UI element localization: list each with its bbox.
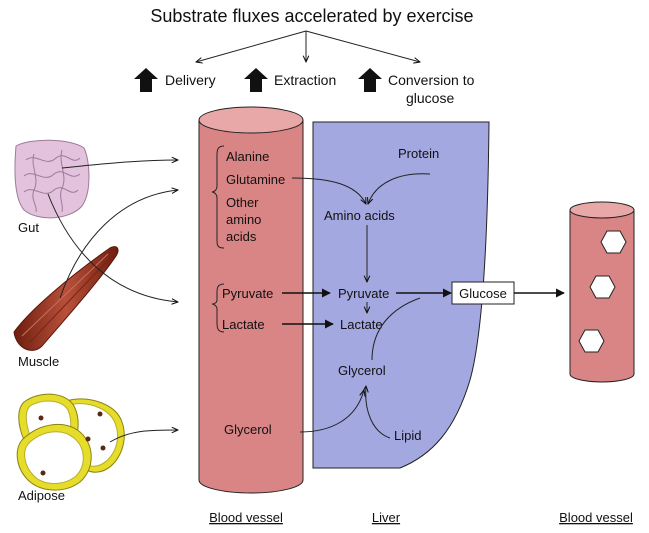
muscle-icon [13, 246, 119, 351]
extraction-label: Extraction [274, 72, 336, 88]
glucose-hexagon-icon [600, 230, 627, 254]
adipose-icon [16, 393, 125, 491]
vessel-pyruvate-label: Pyruvate [222, 286, 273, 301]
liver-shape [312, 121, 490, 469]
glutamine-to-amino-arrow [291, 177, 366, 204]
liver-lactate-label: Lactate [340, 317, 383, 332]
footer-blood-vessel-right: Blood vessel [559, 510, 633, 525]
acids-label: acids [226, 229, 257, 244]
liver-pyruvate-label: Pyruvate [338, 286, 389, 301]
glutamine-label: Glutamine [226, 172, 285, 187]
pyruvate-lactate-brace [211, 283, 225, 333]
amino-label: amino [226, 212, 261, 227]
vessel-braces [211, 145, 225, 333]
vessel-text-labels: Alanine Glutamine Other amino acids Pyru… [222, 149, 285, 437]
conversion-label-line2: glucose [406, 90, 454, 106]
glucose-hexagon-icon [589, 275, 616, 299]
gut-label: Gut [18, 220, 39, 235]
vessel-lactate-label: Lactate [222, 317, 265, 332]
lipid-to-glycerol-arrow [366, 386, 391, 439]
conversion-label-line1: Conversion to [388, 72, 475, 88]
title-fan-arrows [196, 30, 420, 62]
right-blood-vessel [569, 201, 635, 383]
flux-arrows [282, 288, 565, 329]
tissue-to-vessel-arrows [47, 160, 178, 443]
adipose-label: Adipose [18, 488, 65, 503]
delivery-process: Delivery [134, 68, 216, 92]
conversion-process: Conversion to glucose [358, 68, 475, 106]
glucose-label: Glucose [459, 286, 507, 301]
delivery-label: Delivery [165, 72, 216, 88]
glycerol-to-glucose-arrow [371, 297, 421, 361]
liver-glycerol-label: Glycerol [338, 363, 386, 378]
muscle-to-amino-arrow [59, 190, 178, 299]
gut-to-pyruvate-arrow [47, 193, 178, 302]
diagram-title: Substrate fluxes accelerated by exercise [150, 6, 473, 26]
up-arrow-icon [244, 68, 268, 92]
left-blood-vessel [198, 106, 304, 494]
liver-text-labels: Protein Amino acids Pyruvate Lactate Gly… [324, 146, 439, 443]
vessel-glycerol-label: Glycerol [224, 422, 272, 437]
up-arrow-icon [358, 68, 382, 92]
protein-label: Protein [398, 146, 439, 161]
lipid-label: Lipid [394, 428, 421, 443]
glucose-hexagon-icon [578, 329, 605, 353]
other-label: Other [226, 195, 259, 210]
footer-liver: Liver [372, 510, 401, 525]
alanine-label: Alanine [226, 149, 269, 164]
muscle-label: Muscle [18, 354, 59, 369]
liver-internal-arrows [291, 173, 431, 439]
extraction-process: Extraction [244, 68, 336, 92]
adipose-to-glycerol-arrow [109, 430, 178, 443]
amino-acids-brace [211, 145, 225, 249]
amino-acids-label: Amino acids [324, 208, 395, 223]
protein-to-amino-arrow [368, 173, 431, 204]
gut-icon [14, 139, 90, 219]
footer-blood-vessel-left: Blood vessel [209, 510, 283, 525]
up-arrow-icon [134, 68, 158, 92]
gut-to-amino-arrow [61, 160, 178, 169]
vessel-glycerol-to-liver-arrow [299, 390, 364, 433]
